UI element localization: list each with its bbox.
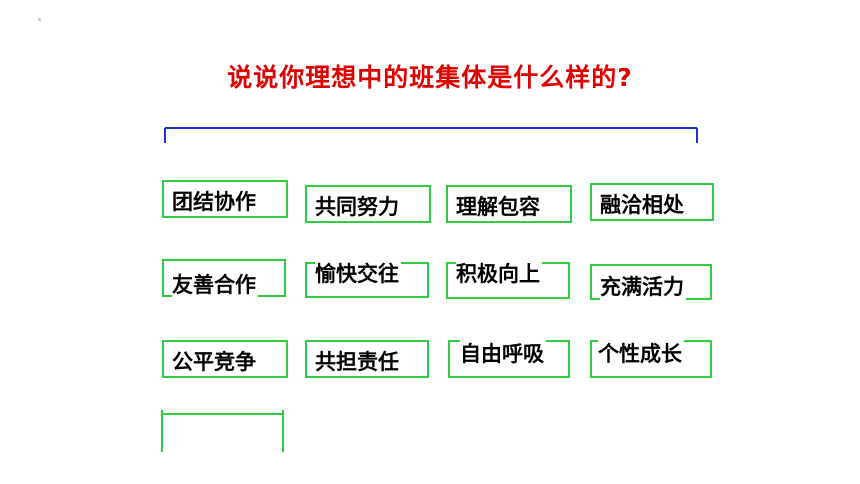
quality-label: 个性成长 bbox=[598, 338, 684, 368]
quality-box: 共同努力 bbox=[305, 185, 431, 223]
quality-label: 积极向上 bbox=[456, 258, 542, 288]
quality-box: 充满活力 bbox=[590, 264, 712, 301]
quality-label: 自由呼吸 bbox=[460, 338, 546, 368]
quality-label: 愉快交往 bbox=[315, 258, 401, 288]
quality-label: 共同努力 bbox=[315, 191, 401, 221]
quality-box: 公平竞争 bbox=[162, 340, 288, 378]
quality-box: 愉快交往 bbox=[305, 258, 429, 298]
quality-box: 团结协作 bbox=[162, 180, 288, 218]
quality-label: 共担责任 bbox=[315, 346, 401, 376]
quality-box: 理解包容 bbox=[446, 185, 572, 223]
quality-label: 友善合作 bbox=[172, 269, 258, 299]
quality-box: 积极向上 bbox=[446, 258, 570, 299]
quality-box: 共担责任 bbox=[305, 340, 429, 378]
quality-label: 充满活力 bbox=[600, 271, 686, 301]
quality-label: 团结协作 bbox=[172, 186, 258, 216]
quality-label: 公平竞争 bbox=[172, 346, 258, 376]
corner-dot bbox=[38, 18, 41, 21]
quality-box: 自由呼吸 bbox=[448, 338, 570, 378]
quality-box: 融洽相处 bbox=[590, 183, 714, 221]
quality-box: 个性成长 bbox=[590, 338, 712, 378]
quality-label: 融洽相处 bbox=[600, 189, 686, 219]
quality-box: 友善合作 bbox=[162, 259, 286, 299]
quality-label: 理解包容 bbox=[456, 191, 542, 221]
page-title: 说说你理想中的班集体是什么样的? bbox=[227, 63, 633, 92]
